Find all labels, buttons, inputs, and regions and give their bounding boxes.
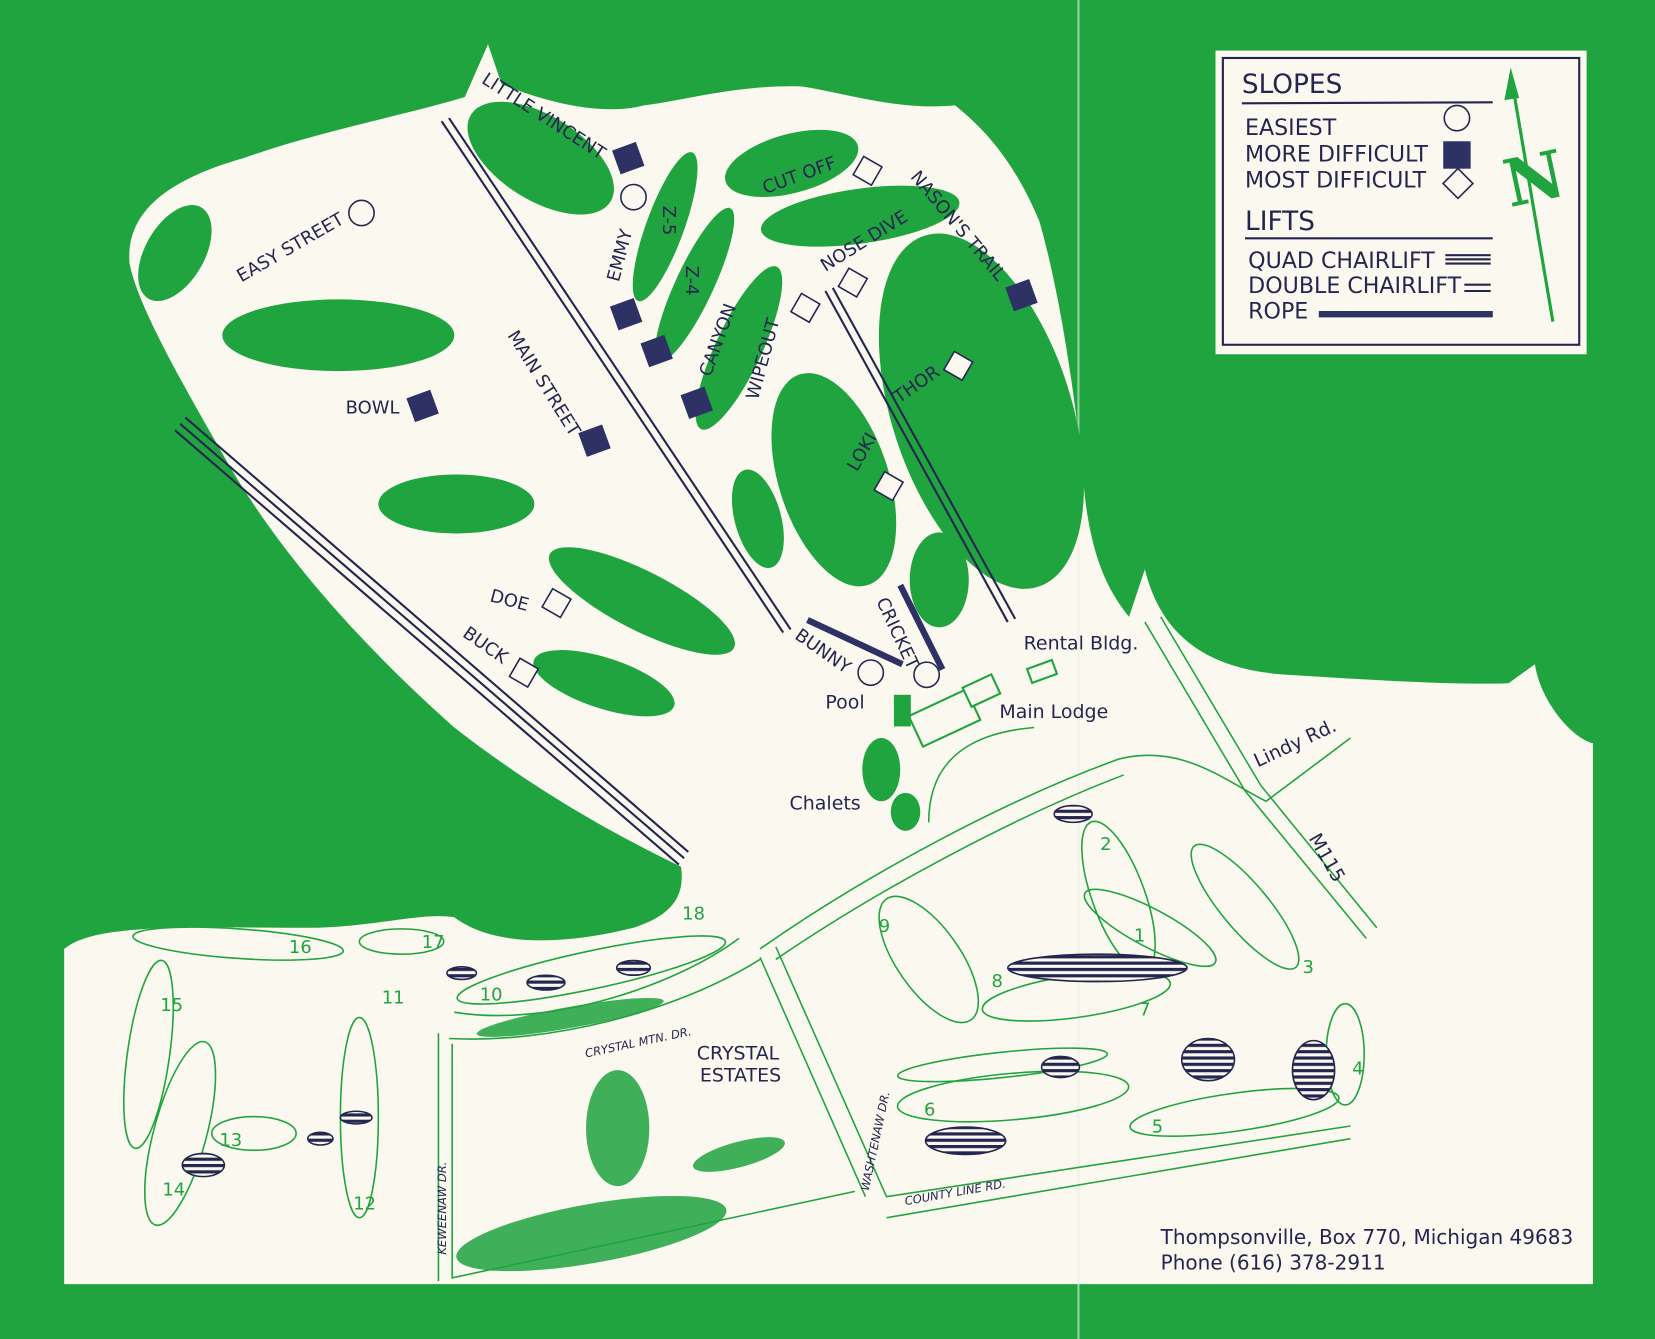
more-difficult-square-icon [578,424,611,457]
golf-course-fairways [123,820,1365,1227]
more-difficult-square-icon [680,386,713,419]
more-difficult-square-icon [1443,141,1471,169]
golf-hole-4-label: 4 [1352,1058,1363,1079]
golf-hole-18-label: 18 [682,903,705,924]
main-lodge-building [893,658,1059,749]
golf-hole-14-label: 14 [162,1180,185,1201]
most-difficult-diamond-icon [508,657,540,689]
legend-slopes-title: SLOPES [1242,70,1342,100]
most-difficult-diamond-icon [541,587,573,619]
most-difficult-diamond-icon [837,267,869,299]
most-difficult-diamond-icon [942,350,974,382]
legend-rope: ROPE [1248,298,1308,324]
golf-hole-5-label: 5 [1152,1116,1163,1137]
more-difficult-square-icon [609,297,643,331]
place-label-pool: Pool [825,692,864,714]
legend: SLOPES EASIEST MORE DIFFICULT MOST DIFFI… [1215,50,1587,355]
more-difficult-square-icon [612,141,645,175]
golf-hole-12-label: 12 [353,1193,376,1214]
easiest-circle-icon [620,183,647,211]
more-difficult-square-icon [1005,278,1038,312]
phone-text: Phone (616) 378-2911 [1161,1250,1386,1274]
golf-hole-3-label: 3 [1303,957,1314,978]
water-hazards [181,804,1336,1178]
place-label-chalets: Chalets [790,793,861,815]
double-chairlift-main [440,117,792,634]
place-label-main-lodge: Main Lodge [999,701,1108,723]
most-difficult-diamond-icon [873,470,905,502]
trail-label-z-5: Z-5 [658,206,679,236]
most-difficult-diamond-icon [789,292,821,324]
easiest-circle-icon [857,659,885,687]
estates-label-line2: ESTATES [700,1065,781,1087]
trail-label-z-4: Z-4 [681,266,702,296]
easiest-circle-icon [913,661,941,689]
golf-hole-15-label: 15 [160,995,183,1016]
golf-hole-10-label: 10 [480,985,503,1006]
trail-label-bowl: BOWL [346,397,400,418]
more-difficult-square-icon [640,334,673,368]
legend-double: DOUBLE CHAIRLIFT [1248,273,1461,299]
most-difficult-diamond-icon [1441,167,1475,200]
legend-lifts-title: LIFTS [1245,207,1315,237]
chalets [862,738,921,831]
golf-hole-17-label: 17 [422,932,445,953]
forest-areas [138,101,1084,717]
golf-hole-16-label: 16 [289,937,312,958]
golf-hole-1-label: 1 [1134,926,1145,947]
golf-hole-9-label: 9 [879,916,890,937]
double-chairlift-symbol-icon [1464,283,1491,293]
place-label-rental-bldg-: Rental Bldg. [1024,632,1139,654]
address-text: Thompsonville, Box 770, Michigan 49683 [1160,1225,1574,1249]
road-label-keweenaw-dr-: KEWEENAW DR. [435,1162,449,1255]
estates-woods [456,997,785,1272]
golf-hole-11-label: 11 [382,988,405,1009]
estates-label-line1: CRYSTAL [697,1043,780,1065]
double-chairlift-right [824,287,1017,623]
quad-chairlift-symbol-icon [1445,254,1491,265]
quad-chairlift [174,416,690,866]
most-difficult-diamond-icon [852,155,884,187]
more-difficult-square-icon [406,389,439,423]
rope-tow-cricket [897,583,946,671]
legend-quad: QUAD CHAIRLIFT [1248,248,1435,274]
golf-hole-7-label: 7 [1139,999,1150,1020]
roads [437,616,1378,1282]
legend-most-difficult: MOST DIFFICULT [1245,168,1427,194]
legend-more-difficult: MORE DIFFICULT [1245,141,1428,167]
golf-hole-13-label: 13 [219,1130,242,1151]
easiest-circle-icon [348,199,375,227]
legend-easiest: EASIEST [1245,115,1337,141]
golf-hole-8-label: 8 [992,971,1003,992]
golf-hole-2-label: 2 [1100,834,1111,855]
easiest-circle-icon [1443,104,1471,132]
rope-tow-bunny [806,617,904,668]
golf-hole-6-label: 6 [924,1099,935,1120]
